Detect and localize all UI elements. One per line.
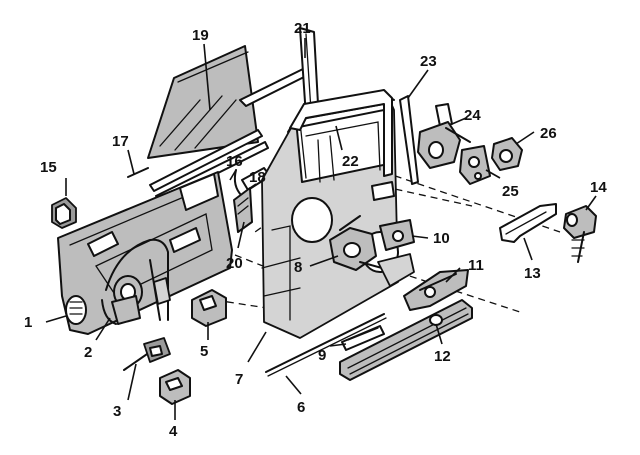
callout-24: 24 [464,107,481,124]
door-glass [147,45,259,159]
window-frame [289,89,393,183]
callout-3: 3 [113,403,121,420]
door-shell [261,95,399,339]
outside-handle-bracket [499,203,557,243]
callout-22: 22 [342,153,359,170]
key-lock-cylinder [563,205,597,263]
callout-26: 26 [540,125,557,142]
door-latch [459,145,491,185]
callout-8: 8 [294,259,302,276]
latch-cover-plate [379,219,415,251]
callout-1: 1 [24,314,32,331]
callout-19: 19 [192,27,209,44]
door-emblem [341,325,385,351]
callout-4: 4 [169,423,178,440]
belt-weatherstrip-small [127,167,149,178]
callout-15: 15 [40,159,57,176]
callout-20: 20 [226,255,243,272]
callout-16: 16 [226,153,243,170]
callout-18: 18 [249,169,266,186]
callout-10: 10 [433,230,450,247]
callout-17: 17 [112,133,129,150]
armrest-bracket [51,197,77,229]
door-trim-moulding [339,299,473,381]
upper-hinge-bracket [191,289,227,327]
callout-25: 25 [502,183,519,200]
window-regulator [101,238,171,325]
leader-lines [45,38,597,420]
door-trim-panel [57,171,233,335]
vent-division-bar [233,167,271,233]
lower-hinge-bracket [159,369,191,405]
outside-handle-linkage [403,269,469,311]
inside-handle [123,337,171,371]
callout-11: 11 [468,257,484,274]
callout-labels: 1 2 3 4 5 6 7 8 9 10 11 12 13 14 15 16 1… [24,20,607,440]
rear-run-channel [399,95,419,185]
callout-21: 21 [294,20,311,37]
callout-13: 13 [524,265,541,282]
callout-23: 23 [420,53,437,70]
callout-14: 14 [590,179,607,196]
lock-cylinder-assembly [417,103,471,169]
callout-6: 6 [297,399,305,416]
callout-12: 12 [434,348,451,365]
lower-weatherstrip [265,313,387,377]
striker [491,137,523,171]
door-latch-linkage [329,215,415,287]
callout-2: 2 [84,344,92,361]
callout-5: 5 [200,343,208,360]
callout-7: 7 [235,371,243,388]
callout-9: 9 [318,347,326,364]
